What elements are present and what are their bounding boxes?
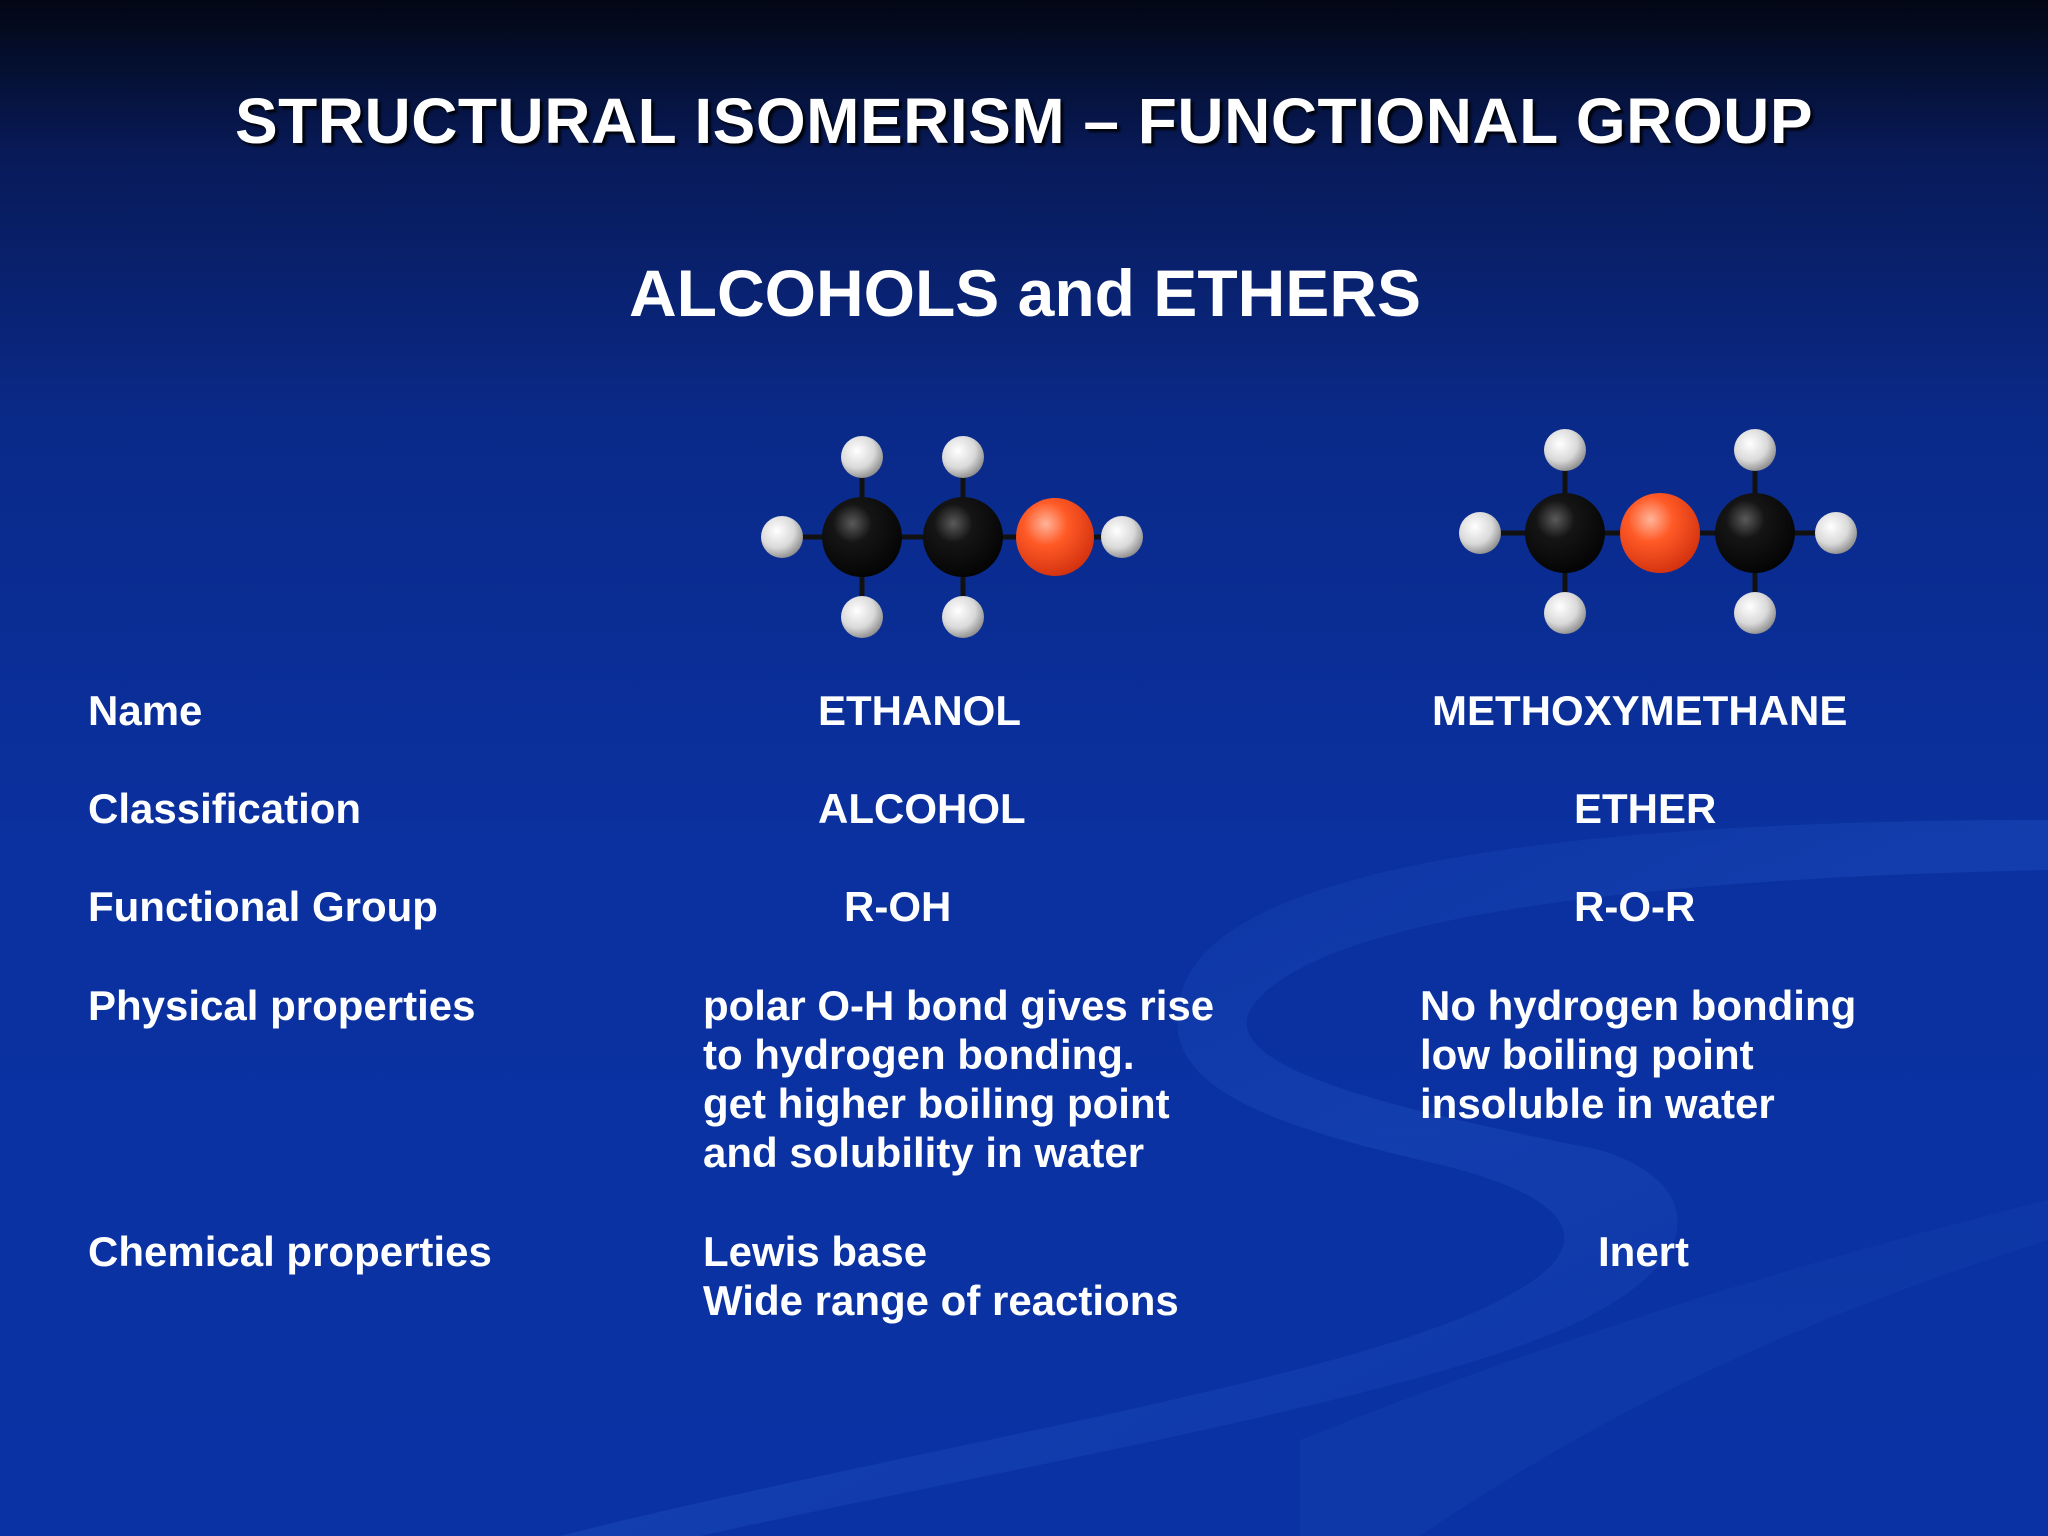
oxygen-atom [1016,498,1094,576]
row-label-classification: Classification [88,785,362,832]
hydrogen-atom [1734,592,1776,634]
hydrogen-atom [1101,516,1143,558]
hydrogen-atom [1815,512,1857,554]
property-line: low boiling point [1420,1031,1754,1078]
carbon-atom [822,497,902,577]
property-line: and solubility in water [703,1129,1145,1176]
ether-physical-properties: No hydrogen bonding low boiling point in… [1420,981,1856,1128]
hydrogen-atom [1544,592,1586,634]
carbon-atom [923,497,1003,577]
hydrogen-atom [761,516,803,558]
ether-chemical-properties: Inert [1598,1228,1690,1275]
row-label-functional-group: Functional Group [88,883,438,930]
methoxymethane-molecule-model [1459,429,1857,634]
hydrogen-atom [841,436,883,478]
ether-name: METHOXYMETHANE [1432,687,1848,734]
carbon-atom [1715,493,1795,573]
property-line: Lewis base [703,1228,928,1275]
property-line: get higher boiling point [703,1080,1170,1127]
property-line: polar O-H bond gives rise [703,982,1215,1029]
alcohol-functional-group: R-OH [844,883,952,930]
slide-title: STRUCTURAL ISOMERISM – FUNCTIONAL GROUP [234,85,1814,157]
hydrogen-atom [942,436,984,478]
hydrogen-atom [942,596,984,638]
slide-subtitle: ALCOHOLS and ETHERS [628,256,1422,330]
hydrogen-atom [1544,429,1586,471]
hydrogen-atom [1734,429,1776,471]
alcohol-physical-properties: polar O-H bond gives rise to hydrogen bo… [703,981,1214,1177]
property-line: to hydrogen bonding. [703,1031,1135,1078]
alcohol-chemical-properties: Lewis base Wide range of reactions [703,1227,1179,1325]
row-label-chemical-properties: Chemical properties [88,1228,492,1275]
ethanol-molecule-model [761,436,1143,638]
alcohol-classification: ALCOHOL [818,785,1026,832]
property-line: No hydrogen bonding [1420,982,1857,1029]
row-label-physical-properties: Physical properties [88,982,476,1029]
hydrogen-atom [841,596,883,638]
oxygen-atom [1620,493,1700,573]
ether-classification: ETHER [1574,785,1717,832]
property-line: insoluble in water [1420,1080,1775,1127]
alcohol-name: ETHANOL [818,687,1021,734]
property-line: Wide range of reactions [703,1277,1179,1324]
carbon-atom [1525,493,1605,573]
ether-functional-group: R-O-R [1574,883,1696,930]
row-label-name: Name [88,687,203,734]
hydrogen-atom [1459,512,1501,554]
